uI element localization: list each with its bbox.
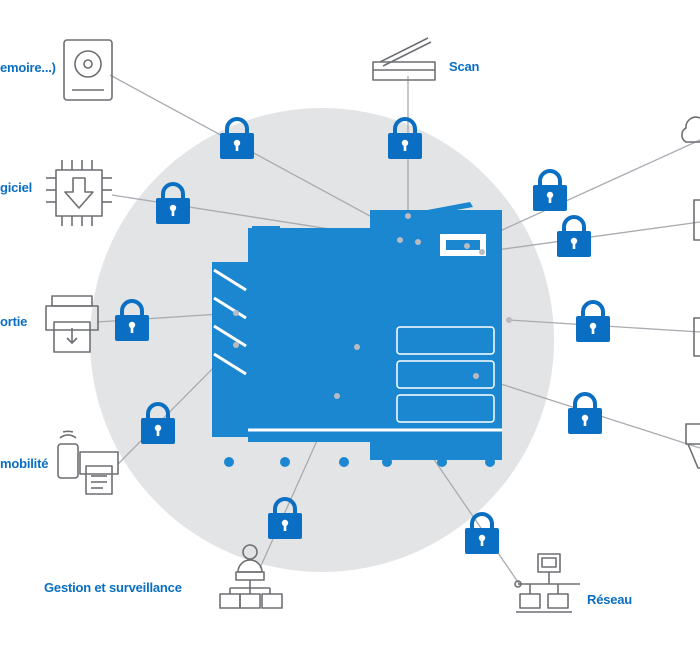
padlock-icon [566, 392, 604, 436]
network-icon [514, 553, 580, 613]
scan-label: Scan [449, 59, 480, 74]
mobility-label: mobilité [0, 456, 48, 471]
padlock-icon [531, 169, 569, 213]
management-label: Gestion et surveillance [44, 580, 182, 595]
padlock-icon [463, 512, 501, 556]
memory-label: emoire...) [0, 60, 56, 75]
fax-icon [685, 423, 700, 469]
connection-dots [233, 213, 512, 399]
panel-icon [693, 317, 700, 357]
padlock-icon [574, 300, 612, 344]
printer-output-icon [45, 295, 99, 353]
network-label: Réseau [587, 592, 632, 607]
org-chart-icon [219, 544, 283, 609]
padlock-icon [555, 215, 593, 259]
software-label: giciel [0, 180, 32, 195]
hard-disk-icon [63, 39, 113, 101]
mobile-printing-icon [57, 430, 119, 495]
chip-download-icon [46, 160, 112, 226]
document-icon [693, 199, 700, 241]
output-label: ortie [0, 314, 27, 329]
cloud-icon [681, 116, 700, 143]
scanner-icon [372, 37, 436, 81]
